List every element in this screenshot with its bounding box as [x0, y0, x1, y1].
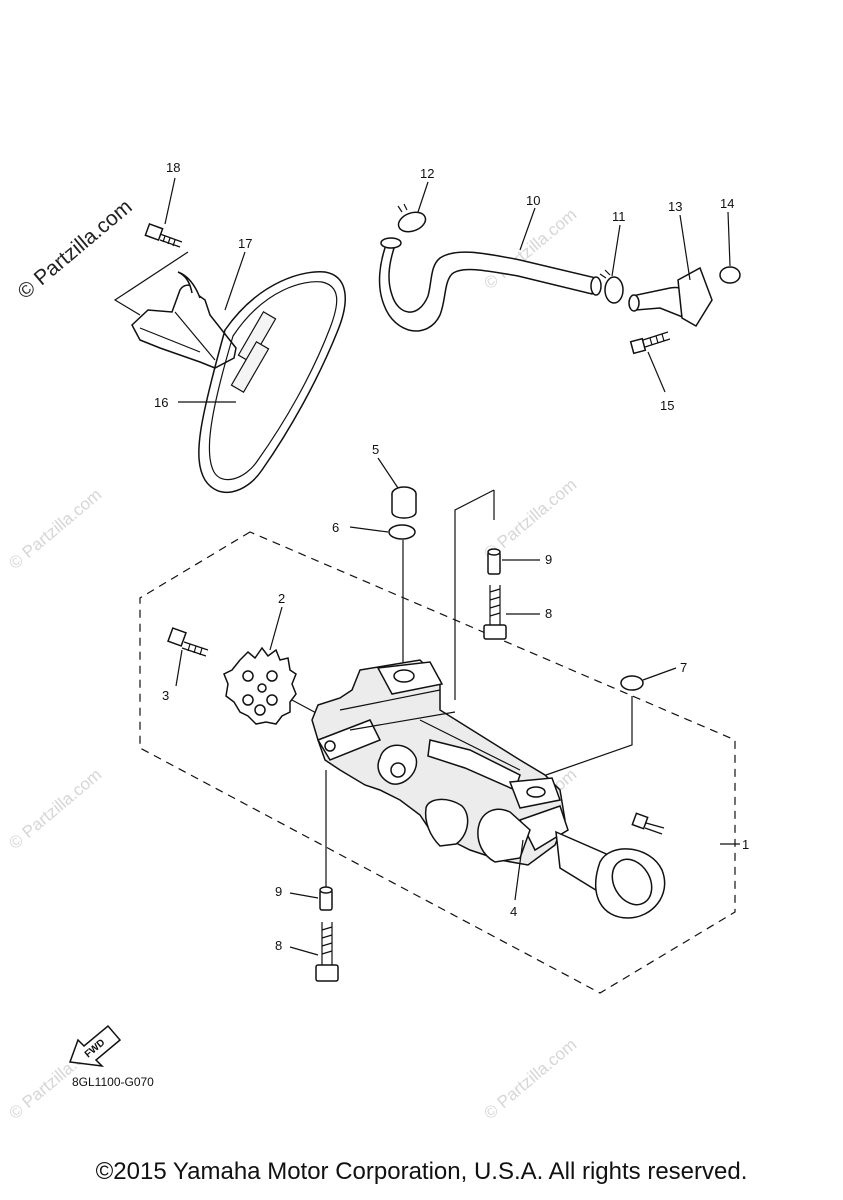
watermark-main: © Partzilla.com [13, 195, 136, 304]
callout-5: 5 [372, 442, 379, 457]
leader [514, 839, 524, 901]
callout-9-lower: 9 [275, 884, 282, 899]
callout-16: 16 [154, 395, 168, 410]
assembly-boundary [139, 531, 736, 994]
clamp-11 [599, 269, 624, 304]
figure-code: 8GL1100-G070 [72, 1075, 154, 1089]
bolt-8-upper [483, 585, 507, 640]
callout-14: 14 [720, 196, 734, 211]
callout-11: 11 [612, 209, 626, 224]
sprocket-2 [223, 646, 297, 725]
callout-17: 17 [238, 236, 252, 251]
collar-5 [391, 486, 417, 519]
callout-3: 3 [162, 688, 169, 703]
o-ring-6 [388, 524, 416, 540]
watermark: © Partzilla.com [5, 485, 105, 573]
dowel-pin-9-lower [319, 886, 333, 911]
bolt-strainer [631, 812, 665, 835]
chain-guide-17 [131, 271, 237, 369]
callout-7: 7 [680, 660, 687, 675]
callout-8-upper: 8 [545, 606, 552, 621]
oil-hose-10 [378, 237, 602, 332]
leader [289, 946, 319, 956]
leader [454, 489, 495, 700]
fwd-arrow-icon: FWD [68, 1024, 122, 1068]
callout-4: 4 [510, 904, 517, 919]
callout-6: 6 [332, 520, 339, 535]
watermarks: © Partzilla.com © Partzilla.com © Partzi… [5, 205, 580, 1123]
callout-labels: 1 2 3 4 5 6 7 8 8 9 9 10 11 12 13 14 15 … [154, 160, 749, 953]
callout-10: 10 [526, 193, 540, 208]
watermark: © Partzilla.com [480, 1035, 580, 1123]
dowel-pin-9-upper [487, 548, 501, 575]
o-ring-14 [719, 266, 741, 284]
leader [113, 251, 189, 316]
o-ring-7 [620, 675, 644, 691]
leader [679, 214, 691, 281]
leader [349, 526, 389, 533]
leader [377, 457, 399, 489]
callout-8-lower: 8 [275, 938, 282, 953]
leader [545, 696, 633, 776]
bolt-3 [167, 627, 209, 657]
leader [647, 351, 666, 393]
leader [269, 606, 283, 651]
leader [611, 224, 621, 277]
oil-pump-assembly-1 [311, 659, 666, 919]
watermark: © Partzilla.com [5, 765, 105, 853]
bolt-15 [629, 331, 671, 355]
leader [289, 892, 319, 899]
leader [224, 251, 246, 311]
oil-pipe-13 [628, 266, 713, 328]
leader [727, 211, 731, 267]
callout-9-upper: 9 [545, 552, 552, 567]
callout-13: 13 [668, 199, 682, 214]
callout-1: 1 [742, 837, 749, 852]
callout-2: 2 [278, 591, 285, 606]
leader [175, 649, 183, 687]
callout-12: 12 [420, 166, 434, 181]
leader [417, 181, 429, 213]
leader [519, 207, 536, 251]
clamp-12 [397, 203, 427, 233]
timing-chain-16 [198, 271, 346, 494]
callout-15: 15 [660, 398, 674, 413]
leader [164, 177, 176, 225]
bolt-8-lower [315, 922, 339, 982]
callout-18: 18 [166, 160, 180, 175]
copyright-notice: ©2015 Yamaha Motor Corporation, U.S.A. A… [95, 1158, 748, 1185]
bolt-18 [144, 223, 183, 248]
leader [642, 667, 677, 681]
